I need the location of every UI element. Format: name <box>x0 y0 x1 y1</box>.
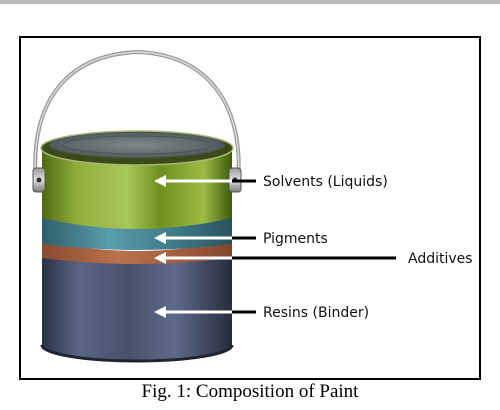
label-resins: Resins (Binder) <box>263 305 369 321</box>
label-additives: Additives <box>408 251 473 267</box>
page-top-rule <box>0 0 500 4</box>
label-pigments: Pigments <box>263 231 328 247</box>
can-lid <box>49 132 225 158</box>
label-solvents: Solvents (Liquids) <box>263 174 388 190</box>
layer-resins <box>42 255 232 361</box>
arrow-pigments <box>154 232 232 244</box>
arrow-additives <box>154 252 232 264</box>
arrow-resins <box>154 306 232 318</box>
can-body <box>42 148 232 361</box>
figure-caption: Fig. 1: Composition of Paint <box>141 381 359 402</box>
arrow-solvents <box>154 175 232 187</box>
